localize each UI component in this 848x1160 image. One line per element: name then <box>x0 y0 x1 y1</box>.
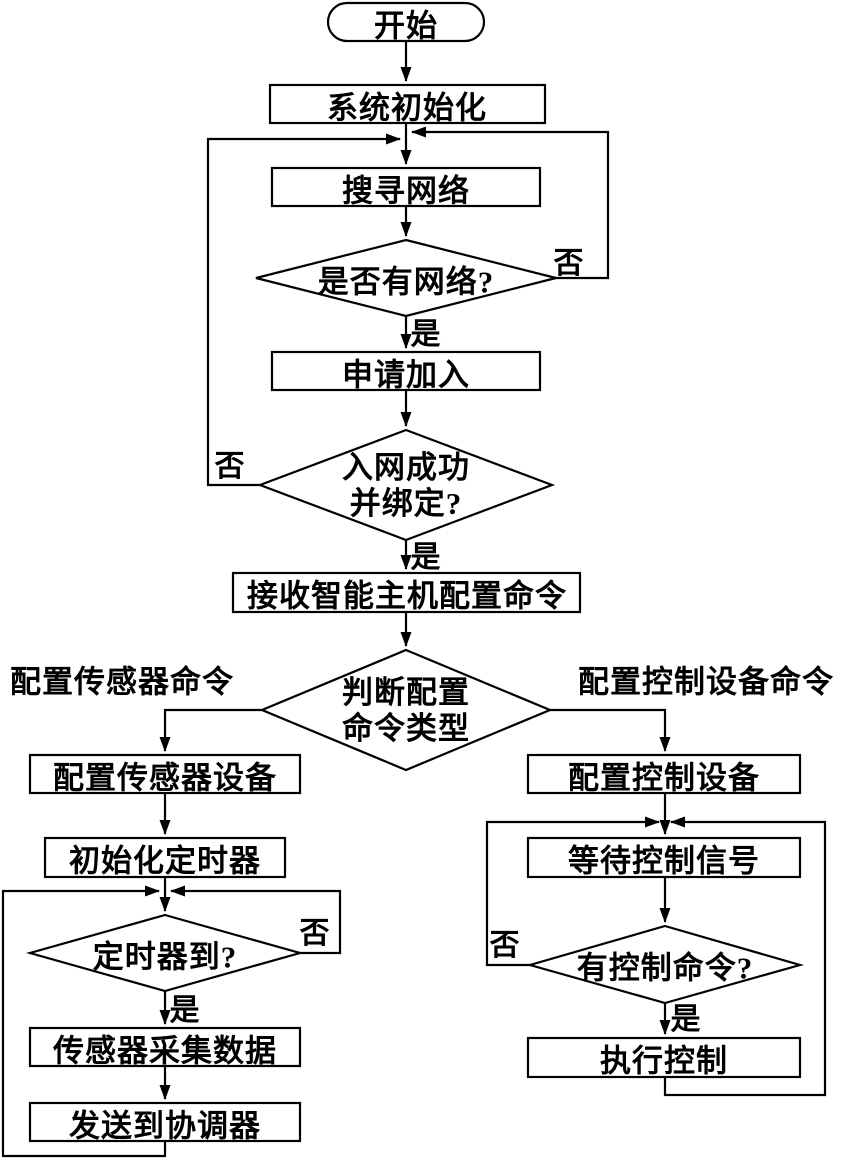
config-control-label: 配置控制设备 <box>568 760 760 796</box>
receive-config-label: 接收智能主机配置命令 <box>247 578 567 614</box>
node-control-question <box>525 924 805 1005</box>
init-timer-label: 初始化定时器 <box>69 843 261 879</box>
edge-timerq-no-loop <box>170 885 342 955</box>
node-exec-control <box>526 1036 802 1079</box>
edge-network-no-loop <box>411 126 610 280</box>
branch-sensor-label: 配置传感器命令 <box>10 664 234 700</box>
edge-send-loop-back <box>1 885 167 1158</box>
config-sensor-label: 配置传感器设备 <box>53 760 277 796</box>
exec-control-label: 执行控制 <box>600 1043 728 1079</box>
apply-join-label: 申请加入 <box>342 357 470 393</box>
node-wait-signal <box>526 836 802 879</box>
network-no-label: 否 <box>553 247 585 280</box>
join-no-label: 否 <box>214 450 246 483</box>
node-config-control <box>526 753 802 795</box>
start-label: 开始 <box>374 8 438 44</box>
node-start <box>326 1 486 43</box>
node-collect-data <box>28 1026 302 1068</box>
edge-judge-control-branch <box>550 708 671 752</box>
node-receive-config <box>231 571 582 614</box>
network-question-label: 是否有网络? <box>317 264 495 300</box>
search-network-label: 搜寻网络 <box>342 173 470 209</box>
node-init-timer <box>43 836 287 879</box>
control-yes-label: 是 <box>670 1003 702 1036</box>
system-init-label: 系统初始化 <box>327 90 487 126</box>
control-question-label: 有控制命令? <box>576 950 754 986</box>
node-system-init <box>268 83 547 125</box>
timer-question-label: 定时器到? <box>92 939 238 975</box>
node-config-sensor <box>28 753 302 795</box>
join-yes-label: 是 <box>410 541 442 574</box>
node-judge-question <box>259 648 553 772</box>
send-coordinator-label: 发送到协调器 <box>69 1108 261 1144</box>
timer-yes-label: 是 <box>169 994 201 1027</box>
node-apply-join <box>270 350 542 392</box>
node-join-question <box>256 428 556 542</box>
branch-control-label: 配置控制设备命令 <box>578 664 834 700</box>
node-timer-question <box>25 913 305 993</box>
wait-signal-label: 等待控制信号 <box>568 843 760 879</box>
judge-question-label: 判断配置 命令类型 <box>342 675 470 747</box>
node-send-coordinator <box>28 1101 302 1143</box>
edge-join-no-loop <box>206 133 401 487</box>
edge-exec-loop-back <box>663 816 827 1097</box>
join-question-line1: 入网成功 <box>342 450 470 485</box>
network-yes-label: 是 <box>410 318 442 351</box>
node-network-question <box>255 238 557 318</box>
node-search-network <box>270 166 542 208</box>
timer-no-label: 否 <box>299 917 331 950</box>
edge-controlq-no-loop <box>485 816 660 967</box>
edge-judge-sensor-branch <box>159 708 262 752</box>
join-question-label: 入网成功 并绑定? <box>342 450 470 522</box>
control-no-label: 否 <box>489 929 521 962</box>
judge-question-line2: 命令类型 <box>342 711 470 746</box>
judge-question-line1: 判断配置 <box>342 675 470 710</box>
collect-data-label: 传感器采集数据 <box>53 1033 277 1069</box>
join-question-line2: 并绑定? <box>349 486 463 521</box>
